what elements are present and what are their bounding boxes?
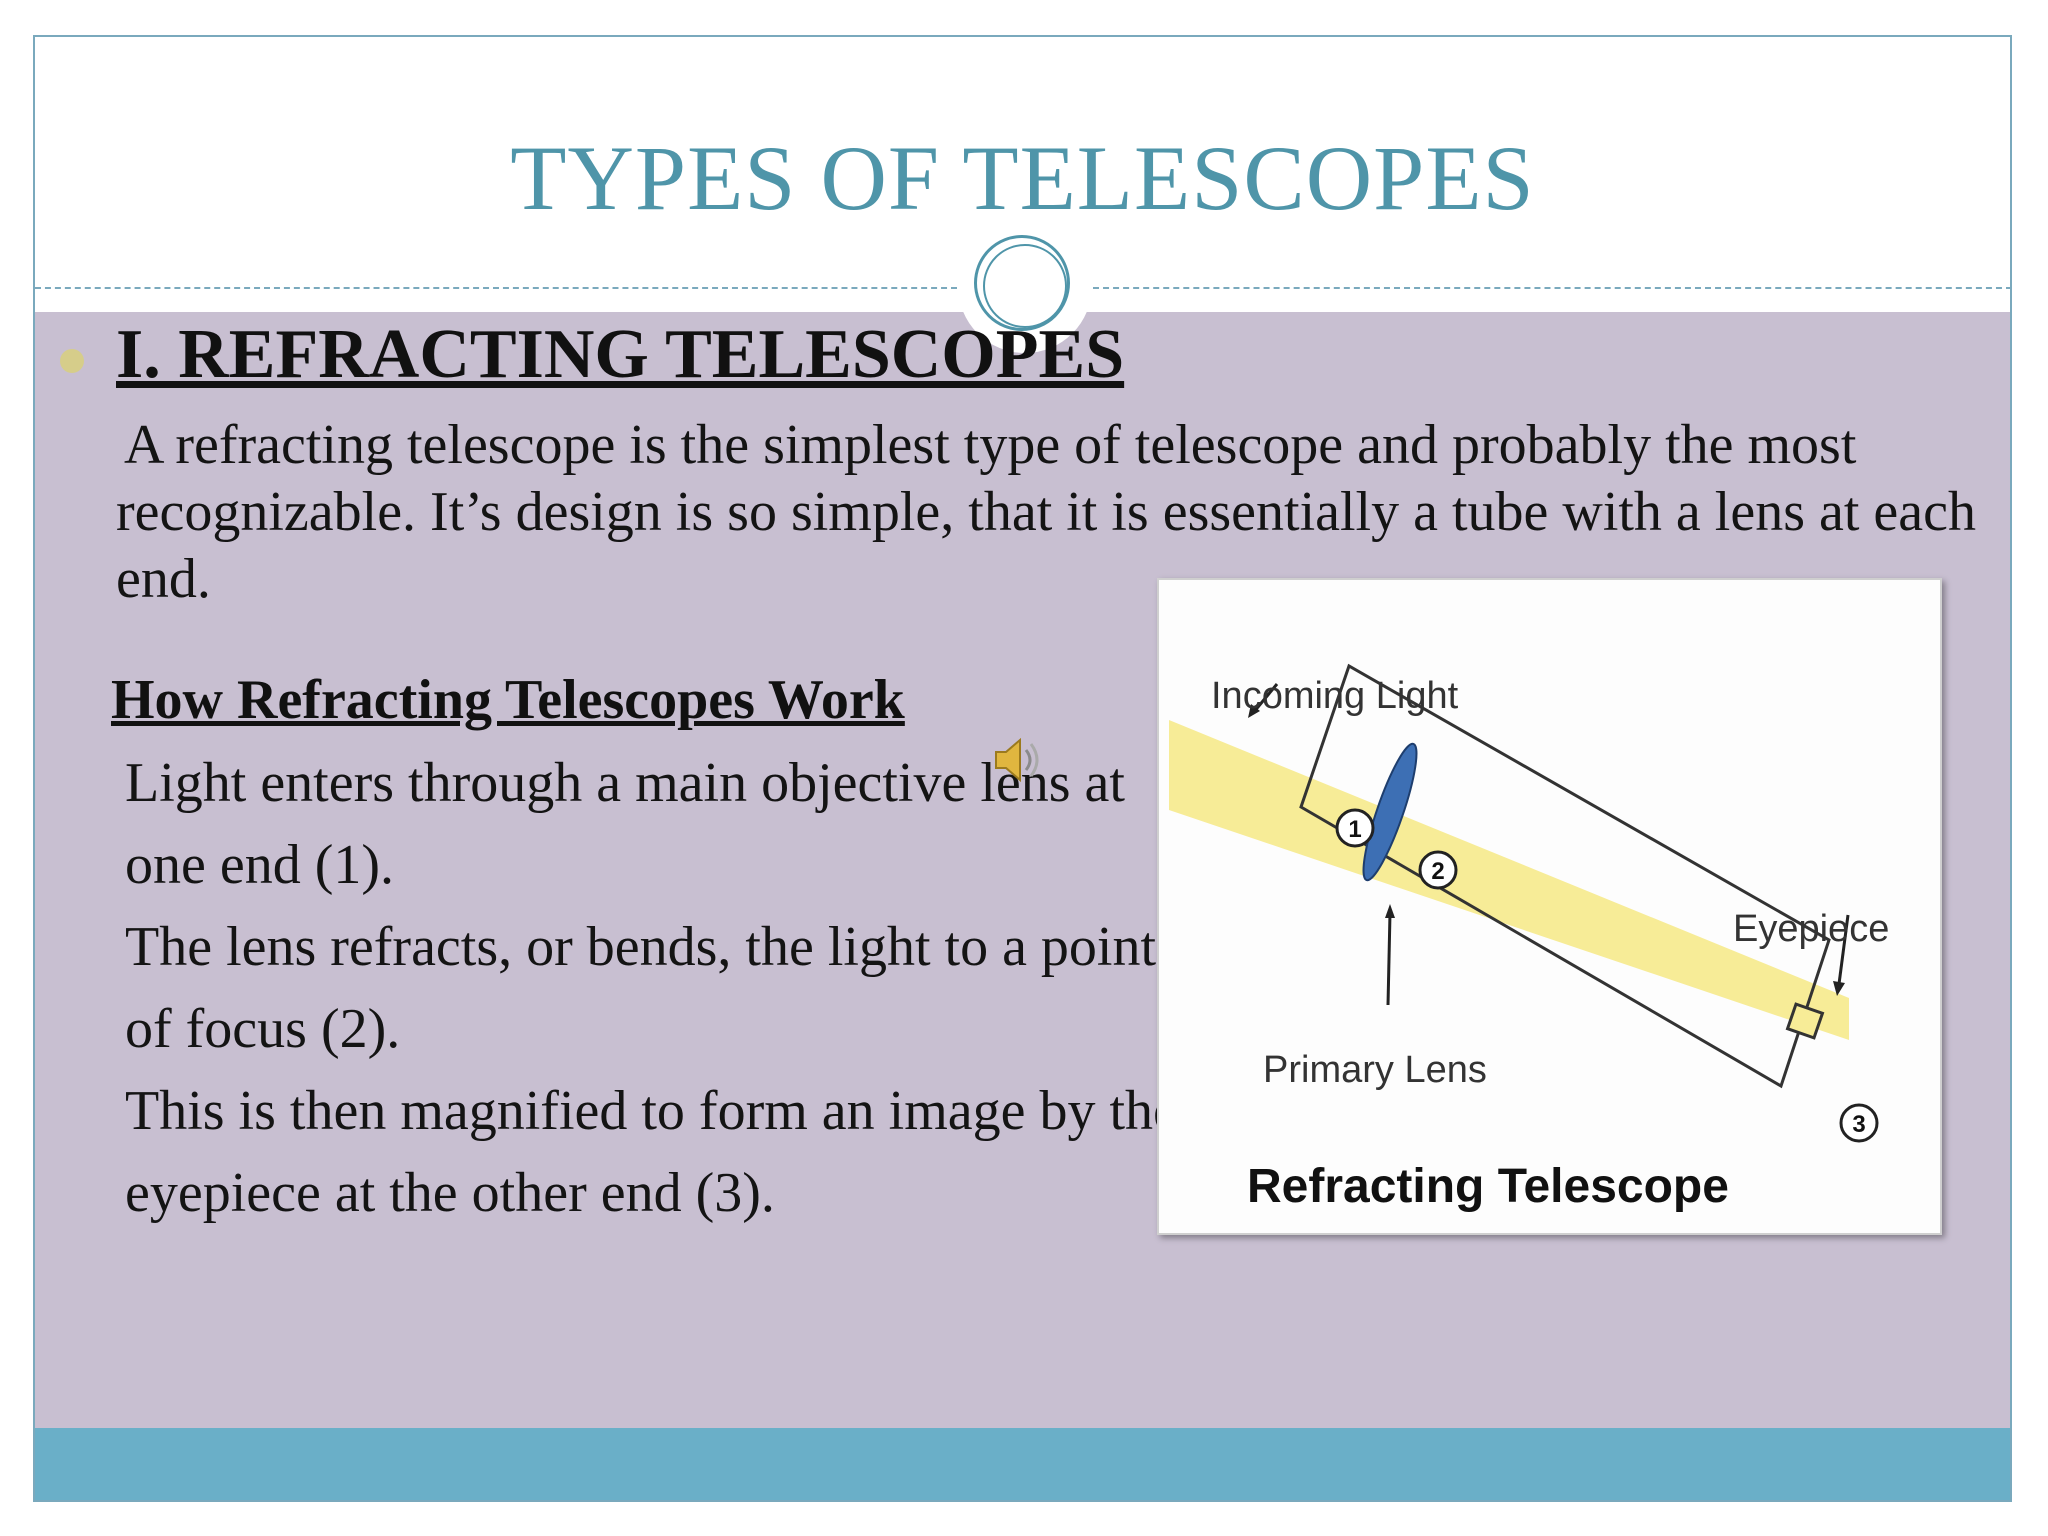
slide-title: TYPES OF TELESCOPES [510, 127, 1535, 229]
primary-lens-shape [1362, 742, 1418, 882]
light-beam [1169, 720, 1849, 1040]
telescope-diagram: 1 2 3 Incoming Light Eyepiece Primary Le… [1157, 578, 1942, 1235]
footer-bar [35, 1428, 2010, 1500]
circle-ornament-icon [958, 219, 1092, 353]
incoming-light-arrow [1251, 683, 1279, 714]
marker-2-circle [1418, 850, 1458, 890]
step-1: Light enters through a main objective le… [125, 752, 1125, 896]
title-divider-right [1093, 287, 2010, 289]
marker-1-circle [1335, 808, 1375, 848]
primary-lens-label: Primary Lens [1263, 1049, 1487, 1091]
intro-paragraph: A refracting telescope is the simplest t… [116, 414, 1976, 610]
eyepiece-arrow [1837, 914, 1850, 985]
speaker-icon[interactable] [990, 733, 1044, 787]
telescope-tube [1299, 663, 1831, 1089]
primary-lens-arrow [1386, 912, 1392, 1006]
step-3: This is then magnified to form an image … [125, 1080, 1178, 1224]
marker-3-circle [1839, 1103, 1879, 1143]
diagram-caption: Refracting Telescope [1247, 1160, 1729, 1213]
incoming-light-label: Incoming Light [1211, 675, 1459, 717]
eyepiece-label: Eyepiece [1733, 908, 1889, 950]
bullet-dot-icon [60, 349, 84, 373]
step-2: The lens refracts, or bends, the light t… [125, 916, 1157, 1060]
marker-3: 3 [1852, 1111, 1865, 1138]
eyepiece-barrel [1785, 1002, 1825, 1040]
steps-list: Light enters through a main objective le… [125, 742, 1185, 1234]
marker-1: 1 [1348, 816, 1361, 843]
section-heading: I. REFRACTING TELESCOPES [116, 316, 1125, 393]
marker-2: 2 [1431, 858, 1444, 885]
title-divider-left [35, 287, 957, 289]
subheading: How Refracting Telescopes Work [111, 669, 905, 731]
